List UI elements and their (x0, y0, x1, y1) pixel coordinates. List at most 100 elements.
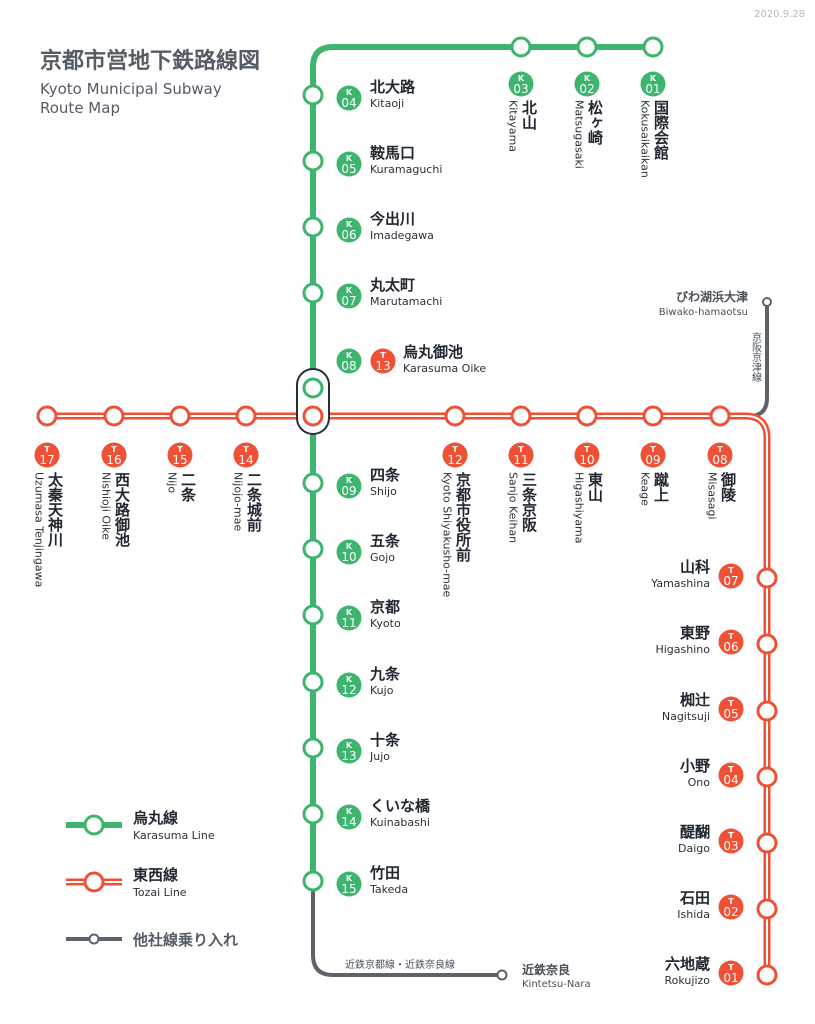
station-romaji: Shijo (370, 485, 397, 498)
line-letter: K (346, 220, 353, 229)
station-romaji: Kitayama (507, 100, 520, 152)
station-k03[interactable] (510, 36, 532, 58)
k01-badge: K01 (640, 71, 666, 97)
line-letter: K (518, 74, 525, 83)
station-code: 04 (341, 96, 356, 110)
station-romaji: Takeda (369, 883, 408, 896)
station-biwako-hamaotsu[interactable] (762, 297, 772, 307)
station-t01[interactable] (756, 964, 778, 986)
station-name: 六地蔵 (665, 955, 710, 973)
page-title: 京都市営地下鉄路線図 (40, 48, 260, 74)
station-romaji: Misasagi (706, 472, 719, 520)
station-number-badge (336, 672, 362, 698)
k13-badge: K13 (336, 738, 362, 764)
station-name: 西大路御池 (113, 472, 131, 548)
kintetsu-line (311, 881, 502, 977)
legend-karasuma-station (83, 814, 105, 836)
station-k11[interactable] (302, 604, 324, 626)
station-number-badge (336, 85, 362, 111)
station-name: 椥辻 (680, 691, 710, 709)
station-code: 13 (341, 749, 356, 763)
station-kintetsu-nara[interactable] (496, 969, 508, 981)
station-romaji: Kuinabashi (370, 816, 430, 829)
station-code: 02 (579, 82, 594, 96)
station-k15[interactable] (302, 870, 324, 892)
station-t09[interactable] (642, 405, 664, 427)
station-name: 四条 (370, 466, 401, 484)
station-romaji: Ono (688, 776, 711, 789)
t17-badge: T17 (34, 442, 60, 468)
station-t14[interactable] (235, 405, 257, 427)
station-code: 03 (513, 82, 528, 96)
station-number-badge (508, 71, 534, 97)
station-k05[interactable] (302, 150, 324, 172)
line-letter: K (346, 741, 353, 750)
line-name: 京阪京津線 (750, 331, 762, 382)
station-name: 九条 (369, 665, 401, 683)
station-k09[interactable] (302, 472, 324, 494)
station-k07[interactable] (302, 282, 324, 304)
station-t13[interactable] (302, 405, 324, 427)
station-name: 石田 (679, 889, 710, 907)
station-number-badge (508, 442, 534, 468)
t10-badge: T10 (574, 442, 600, 468)
station-t08[interactable] (709, 405, 731, 427)
station-romaji: Nagitsuji (662, 710, 710, 723)
line-letter: T (728, 897, 734, 906)
station-code: 04 (723, 773, 738, 787)
station-t03[interactable] (756, 832, 778, 854)
station-name: 太秦天神川 (46, 471, 64, 547)
station-t10[interactable] (576, 405, 598, 427)
station-romaji: Kuramaguchi (370, 163, 442, 176)
station-romaji: Kokusaikaikan (639, 100, 652, 178)
station-k10[interactable] (302, 538, 324, 560)
station-k12[interactable] (302, 671, 324, 693)
k12-badge: K12 (336, 672, 362, 698)
k09-badge: K09 (336, 473, 362, 499)
legend-tozai-station (83, 871, 105, 893)
line-letter: K (346, 807, 353, 816)
k14-badge: K14 (336, 804, 362, 830)
station-romaji: Karasuma Oike (403, 362, 486, 375)
station-romaji: Imadegawa (370, 229, 434, 242)
station-name: くいな橋 (370, 797, 431, 815)
station-number-badge (640, 442, 666, 468)
station-k14[interactable] (302, 803, 324, 825)
t09-badge: T09 (640, 442, 666, 468)
station-name: びわ湖浜大津 (676, 289, 748, 304)
station-t04[interactable] (756, 766, 778, 788)
station-k08[interactable] (302, 377, 324, 399)
station-code: 11 (513, 453, 528, 467)
line-letter: T (44, 445, 50, 454)
station-number-badge (442, 442, 468, 468)
station-k01[interactable] (642, 36, 664, 58)
station-code: 16 (106, 453, 121, 467)
station-name: 鞍馬口 (370, 144, 415, 162)
station-t15[interactable] (169, 405, 191, 427)
station-romaji: Kujo (370, 684, 394, 697)
station-k04[interactable] (302, 84, 324, 106)
station-name: 十条 (370, 731, 401, 749)
k03-badge: K03 (508, 71, 534, 97)
station-t12[interactable] (444, 405, 466, 427)
station-k02[interactable] (576, 36, 598, 58)
station-number-badge (336, 605, 362, 631)
station-k06[interactable] (302, 216, 324, 238)
station-code: 06 (341, 228, 356, 242)
station-t06[interactable] (756, 633, 778, 655)
station-number-badge (336, 348, 362, 374)
station-romaji: Biwako-hamaotsu (659, 307, 748, 318)
station-number-badge (336, 871, 362, 897)
station-t11[interactable] (510, 405, 532, 427)
station-t02[interactable] (756, 898, 778, 920)
station-code: 10 (579, 453, 594, 467)
station-k13[interactable] (302, 737, 324, 759)
station-t17[interactable] (36, 405, 58, 427)
station-number-badge (336, 804, 362, 830)
station-t16[interactable] (103, 405, 125, 427)
station-code: 15 (172, 453, 187, 467)
station-t05[interactable] (756, 700, 778, 722)
station-romaji: Nijojo-mae (232, 472, 245, 531)
station-t07[interactable] (756, 567, 778, 589)
